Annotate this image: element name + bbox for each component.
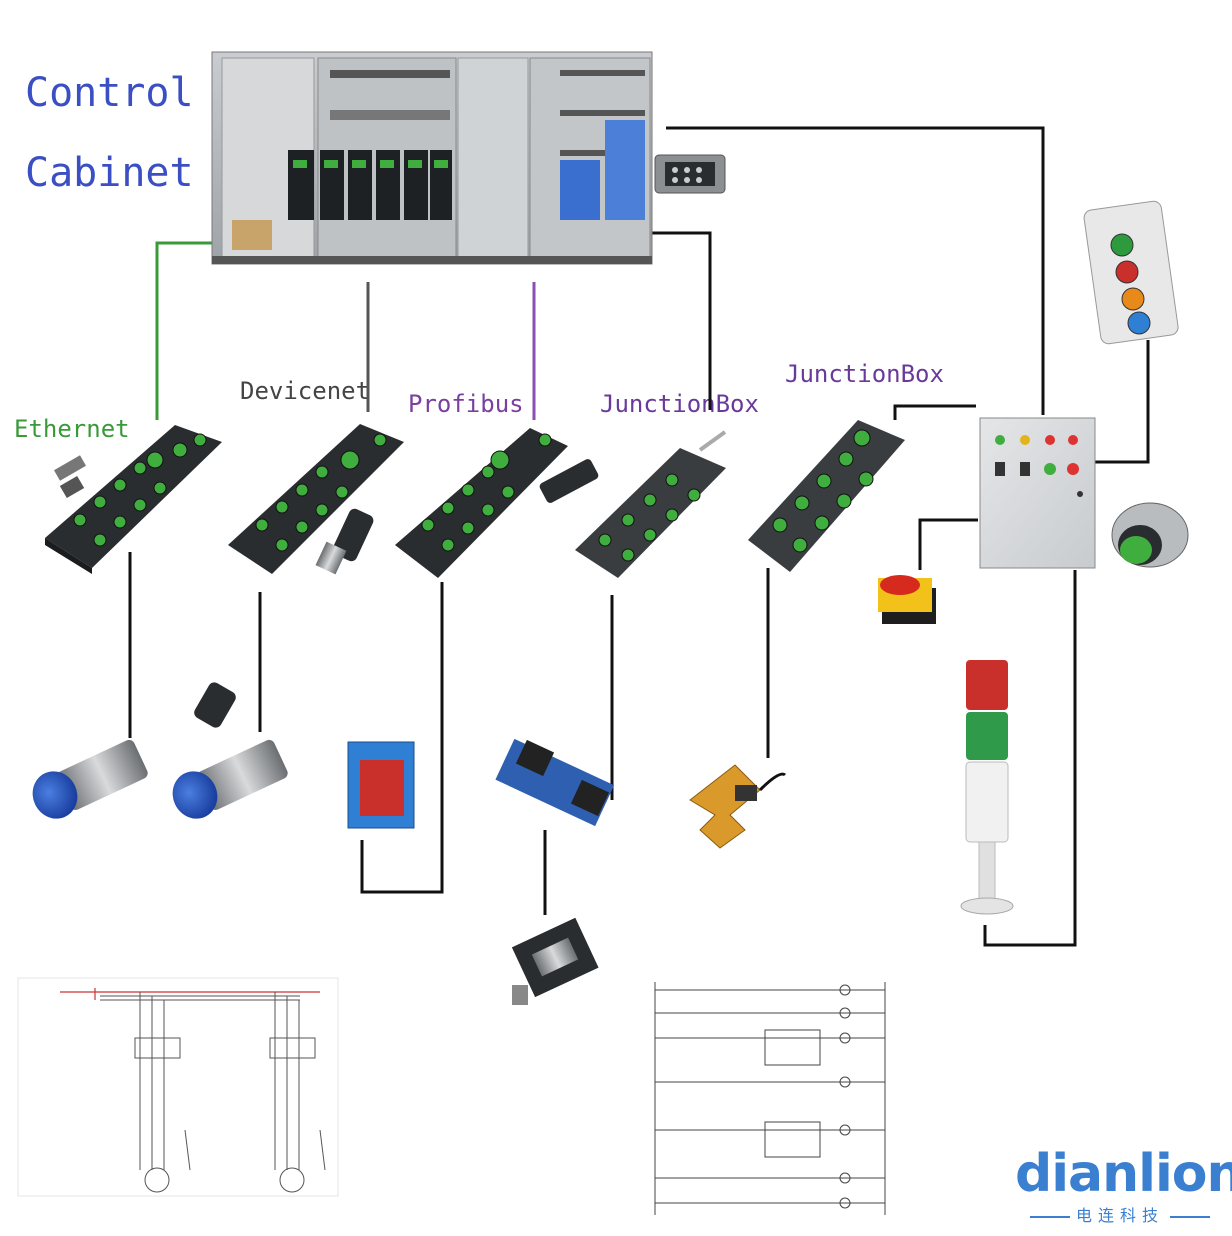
panel-wire [666,126,1045,415]
ethernet-io-module-image [45,425,222,574]
profibus-connector-image [539,459,599,503]
fork-sensor-image [689,764,787,849]
control-cabinet-title-line2: Cabinet [25,150,194,196]
control-cabinet-title-line1: Control [25,70,194,116]
devicenet-label: Devicenet [240,377,371,405]
photoelectric-sensor-image [347,741,415,829]
profibus-io-module-image [395,428,568,578]
profibus-label: Profibus [408,390,524,418]
pushbutton-station-image [1083,200,1179,345]
devicenet-m12-cable-connector-image [194,682,236,728]
panel-connector-image [1111,502,1189,568]
tower-light-image [960,660,1014,915]
heavy-duty-connector-image [654,154,726,194]
junctionbox-label-2: JunctionBox [785,360,944,388]
junctionbox-label-1: JunctionBox [600,390,759,418]
estop-wire [918,518,978,570]
devicenet-io-module-image [228,424,404,574]
junctionbox-1-wire [652,231,712,410]
emergency-stop-image [878,575,936,624]
control-cabinet-image [211,51,653,265]
tower-light-wire [983,570,1077,947]
proximity-sensor-1-image [32,739,148,819]
devicenet-connector-image [315,508,374,575]
junctionbox-2-wire [893,404,976,420]
motor-circuit-schematic-image [17,977,339,1197]
ethernet-wire [155,241,213,420]
junctionbox-1-image [575,430,727,578]
ethernet-tee-connector-image [54,455,86,499]
brand-subtitle: 电连科技 [1015,1202,1225,1226]
ladder-logic-schematic-image [640,978,890,1218]
solenoid-valve-image [495,738,615,827]
control-panel-box-image [979,417,1096,569]
junctionbox-2-image [748,420,905,572]
pneumatic-cylinder-image [511,917,599,1005]
photoelectric-wire [360,582,444,894]
proximity-sensor-2-image [172,739,288,819]
ethernet-label: Ethernet [14,415,130,443]
brand-logo: dianlion 电连科技 [1015,1144,1232,1225]
brand-name: dianlion [1015,1144,1232,1204]
pushbutton-station-wire [1095,340,1150,464]
connection-wires [128,126,1150,947]
